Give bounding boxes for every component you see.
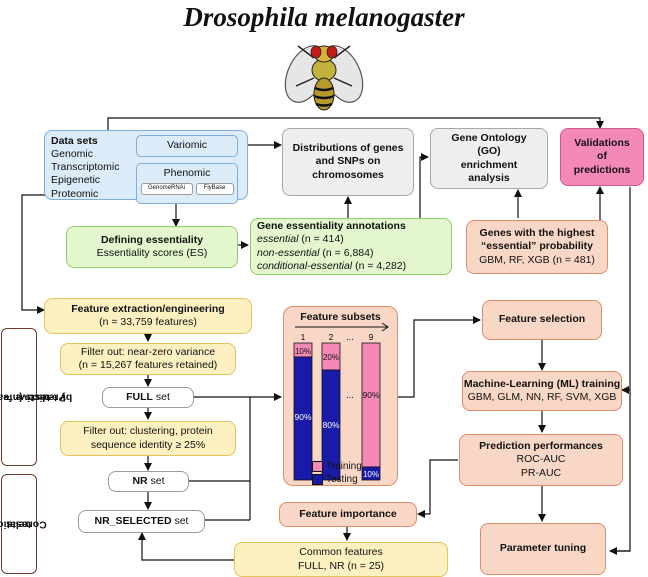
feature-extraction-sub: (n = 33,759 features) (99, 316, 197, 328)
dataset-epigenetic: Epigenetic (51, 174, 101, 187)
subset-1-train-text: 10% (295, 347, 311, 356)
annotations-box: Gene essentiality annotations essential … (250, 218, 452, 275)
correlation-tests-label: Correlationtests (0, 474, 47, 574)
variomic-box: Variomic (136, 135, 238, 157)
full-set-name: FULL (126, 390, 153, 403)
legend-testing: Testing (326, 474, 358, 485)
conditional-label: conditional-essential (257, 259, 353, 272)
full-set-suffix: set (152, 390, 170, 403)
common-features-box: Common features FULL, NR (n = 25) (234, 542, 448, 577)
prediction-line2: ROC-AUC (516, 453, 566, 466)
nr-selected-suffix: set (171, 514, 189, 527)
validations-line2: of (597, 150, 607, 163)
correlation-line2: tests (6, 518, 32, 531)
prediction-line3: PR-AUC (520, 466, 562, 479)
go-line3: enrichment (460, 158, 518, 171)
nonessential-label: non-essential (257, 246, 320, 259)
feature-subsets-bars: 1 10% 90% 2 20% 80% ... ... 9 90% 10% (293, 322, 389, 481)
full-set-box: FULL set (102, 387, 194, 408)
predictive-line2: by t-tests (n = 10,509) (0, 391, 73, 404)
subset-ellipsis-mid: ... (346, 390, 354, 400)
feature-subsets-title: Feature subsets (300, 311, 381, 323)
validations-line3: predictions (573, 163, 631, 176)
nr-selected-set-box: NR_SELECTED set (78, 510, 205, 533)
feature-importance-box: Feature importance (279, 502, 417, 527)
go-box: Gene Ontology (GO) enrichment analysis (430, 128, 548, 189)
subset-9-testing (361, 466, 381, 481)
subset-ellipsis-top: ... (346, 332, 354, 342)
essential-count: (n = 414) (298, 233, 344, 246)
ml-training-box: Machine-Learning (ML) training GBM, GLM,… (462, 371, 622, 411)
dataset-transcriptomic: Transcriptomic (51, 161, 120, 174)
validations-box: Validations of predictions (560, 128, 644, 186)
subset-label-1: 1 (301, 333, 306, 342)
legend-training-swatch (312, 461, 323, 472)
go-line1: Gene Ontology (451, 132, 527, 145)
highest-line2: “essential” probability (480, 240, 594, 253)
prediction-title: Prediction performances (479, 440, 603, 453)
filter-variance-box: Filter out: near-zero variance (n = 15,2… (60, 343, 236, 375)
filter2-line1: Filter out: clustering, protein (83, 425, 213, 438)
filter2-line2: sequence identity ≥ 25% (90, 438, 206, 451)
subset-label-9: 9 (369, 333, 374, 342)
dataset-proteomic: Proteomic (51, 187, 99, 200)
phenomic-box: Phenomic GenomeRNAi FlyBase (136, 163, 238, 204)
subset-2-testing (321, 369, 341, 481)
common-line1: Common features (299, 546, 383, 559)
datasets-heading: Data sets (51, 135, 98, 147)
essential-label: essential (257, 233, 299, 246)
nr-set-box: NR set (108, 471, 189, 492)
common-line2: FULL, NR (n = 25) (297, 559, 385, 572)
validations-line1: Validations (574, 137, 630, 150)
legend-training: Training (326, 461, 362, 472)
filter1-line2: (n = 15,267 features retained) (78, 359, 218, 371)
go-line4: analysis (468, 171, 510, 184)
legend-testing-swatch (312, 474, 323, 485)
distributions-box: Distributions of genes and SNPs on chrom… (282, 128, 414, 196)
nr-set-suffix: set (147, 474, 165, 487)
defining-essentiality-box: Defining essentiality Essentiality score… (66, 226, 238, 268)
parameter-tuning-box: Parameter tuning (480, 523, 606, 575)
nr-set-name: NR (132, 474, 148, 487)
fly-icon (284, 45, 364, 111)
subset-2-train-text: 20% (323, 353, 339, 362)
feature-extraction-title: Feature extraction/engineering (71, 302, 225, 315)
feature-selection-box: Feature selection (482, 300, 602, 340)
genomernai-box: GenomeRNAi (140, 183, 193, 196)
subset-9-train-text: 90% (362, 390, 379, 400)
conditional-count: (n = 4,282) (352, 259, 407, 272)
predictive-features-label: Predictive featuresby t-tests (n = 10,50… (0, 328, 73, 466)
defining-sub: Essentiality scores (ES) (96, 247, 208, 259)
defining-title: Defining essentiality (100, 233, 204, 246)
prediction-box: Prediction performances ROC-AUC PR-AUC (459, 434, 623, 486)
figure-title: Drosophila melanogaster (183, 2, 465, 32)
go-line2: (GO) (477, 145, 501, 158)
flybase-box: FlyBase (195, 183, 234, 196)
annotations-title: Gene essentiality annotations (257, 220, 406, 233)
highest-probability-box: Genes with the highest “essential” proba… (466, 220, 608, 274)
highest-line3: GBM, RF, XGB (n = 481) (479, 253, 595, 266)
nonessential-count: (n = 6,884) (319, 246, 374, 259)
subset-9-test-text: 10% (363, 470, 379, 479)
feature-extraction-box: Feature extraction/engineering (n = 33,7… (44, 298, 252, 334)
subset-1-test-text: 90% (294, 412, 311, 422)
ml-training-title: Machine-Learning (ML) training (463, 377, 621, 390)
highest-line1: Genes with the highest (479, 227, 595, 240)
nr-selected-name: NR_SELECTED (94, 514, 172, 527)
subset-9-training (361, 342, 381, 468)
subset-2-test-text: 80% (322, 420, 339, 430)
subset-label-2: 2 (329, 333, 334, 342)
subset-1-testing (293, 356, 313, 481)
phenomic-label: Phenomic (163, 167, 211, 179)
filter-clustering-box: Filter out: clustering, protein sequence… (60, 421, 236, 456)
dataset-genomic: Genomic (51, 148, 94, 161)
filter1-line1: Filter out: near-zero variance (80, 345, 216, 358)
ml-training-sub: GBM, GLM, NN, RF, SVM, XGB (467, 391, 617, 403)
subset-legend: Training Testing (312, 460, 376, 486)
